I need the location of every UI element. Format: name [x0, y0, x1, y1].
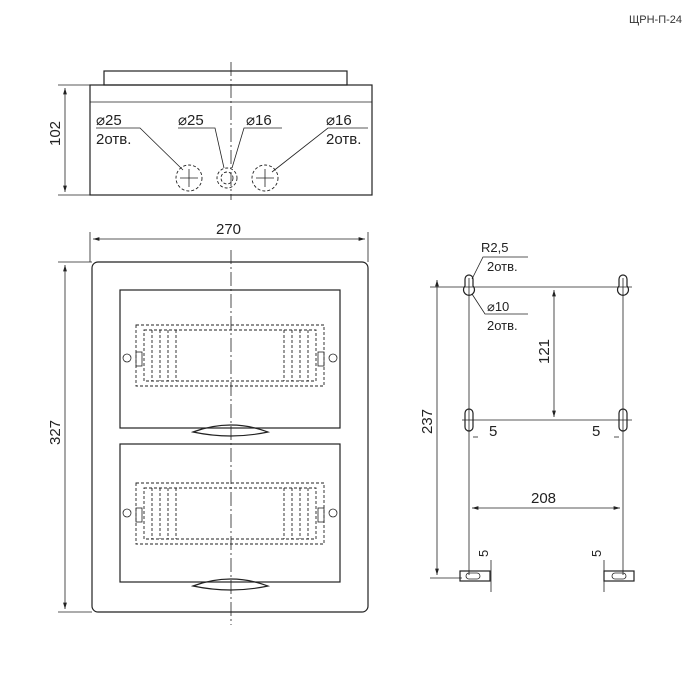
knockout-hole [175, 164, 203, 192]
screw-hole [328, 353, 338, 363]
vertical-spacing-dim: 121 [536, 339, 553, 364]
door-handle [190, 578, 271, 591]
product-code: ЩРН-П-24 [628, 14, 682, 26]
door-handle [190, 424, 271, 437]
knockout-hole [251, 164, 279, 192]
upper-module-row [119, 289, 341, 437]
bottom-right-dim: 5 [589, 550, 604, 557]
hole-count-label: 2отв. [487, 318, 518, 333]
leader-line [96, 127, 184, 171]
knockout-hole [216, 167, 238, 189]
horizontal-spacing-dim: 208 [531, 490, 556, 507]
front-view: 270 327 [47, 221, 369, 625]
hole-label: ⌀16 [246, 112, 272, 129]
leader-line [471, 256, 528, 280]
hole-label: ⌀16 [326, 112, 352, 129]
mount-tab [459, 570, 491, 582]
bottom-left-dim: 5 [476, 550, 491, 557]
leader-line [231, 127, 282, 169]
enclosure-body [91, 261, 369, 613]
leader-line [471, 293, 528, 315]
mount-slot [618, 408, 628, 432]
leader-line [271, 127, 368, 173]
slot-count-label: 2отв. [487, 259, 518, 274]
total-height-dim: 237 [419, 409, 436, 434]
leader-line [178, 127, 225, 169]
screw-hole [328, 508, 338, 518]
top-view: ⌀25 2отв. ⌀25 ⌀16 ⌀16 2отв. 102 [47, 62, 373, 200]
mount-tab [603, 570, 635, 582]
din-rail-area [135, 482, 325, 545]
hole-count-label: 2отв. [326, 131, 361, 148]
hole-diameter-label: ⌀10 [487, 299, 509, 314]
top-height-dim: 102 [47, 121, 64, 146]
hole-label: ⌀25 [178, 112, 204, 129]
mount-slot [464, 408, 474, 432]
offset-left-dim: 5 [489, 423, 497, 440]
hole-label: ⌀25 [96, 112, 122, 129]
din-rail-area [135, 324, 325, 387]
lid-rim [103, 70, 348, 86]
keyhole-slot [462, 274, 476, 296]
lower-module-row [119, 443, 341, 591]
screw-hole [122, 353, 132, 363]
offset-right-dim: 5 [592, 423, 600, 440]
screw-hole [122, 508, 132, 518]
mounting-view: R2,5 2отв. ⌀10 2отв. 121 237 5 5 208 5 5 [419, 240, 635, 592]
front-height-dim: 327 [47, 420, 64, 445]
keyhole-slot [616, 274, 630, 296]
window-frame [119, 443, 341, 583]
front-width-dim: 270 [216, 221, 241, 238]
window-frame [119, 289, 341, 429]
hole-count-label: 2отв. [96, 131, 131, 148]
slot-radius-label: R2,5 [481, 240, 508, 255]
